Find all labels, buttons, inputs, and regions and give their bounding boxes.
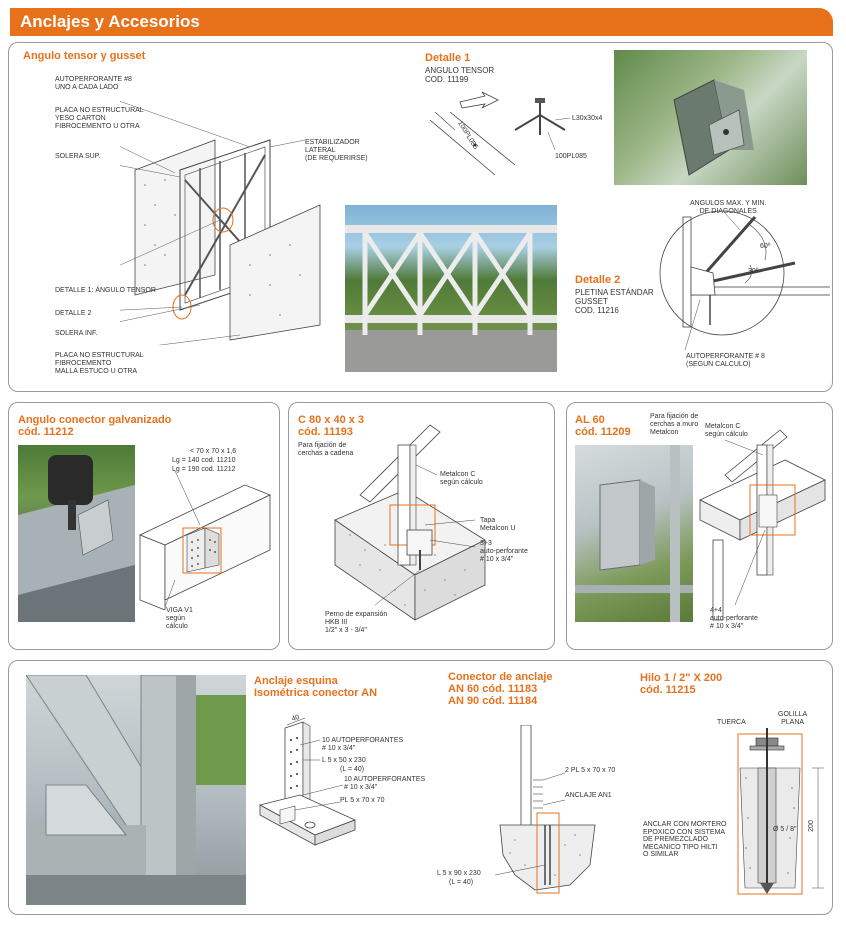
label-solera-inf: SOLERA INF.: [55, 330, 98, 337]
detalle1-dim3: 100PL085: [555, 153, 587, 160]
detalle2-deg30: 30º: [748, 268, 759, 275]
esquina-line3: L 5 x 50 x 230: [322, 757, 366, 764]
panel2-dim2: Lg = 140 cod. 11210: [172, 457, 236, 464]
esquina-line1: 10 AUTOPERFORANTES: [322, 737, 404, 744]
detalle2-angulos: ANGULOS MAX. Y MIN.DE DIAGONALES: [690, 200, 767, 215]
detalle1-drawing: [429, 91, 571, 176]
hilo-drawing: [737, 728, 824, 895]
panel2-dim1: < 70 x 70 x 1,6: [190, 448, 237, 455]
angulo-conector-drawing: [139, 470, 271, 610]
corner-anchor-photo: [26, 675, 246, 905]
detalle2-autoperforante: AUTOPERFORANTE # 8(SEGUN CALCULO): [686, 353, 765, 368]
detalle1-dim2: L30x30x4: [572, 115, 603, 122]
al60-drawing: [699, 429, 826, 621]
section-title: Anclajes y Accesorios: [20, 12, 200, 31]
panel2-dim3: Lg = 190 cod. 11212: [172, 466, 236, 473]
label-solera-sup: SOLERA SUP.: [55, 153, 101, 160]
detalle2-line2: GUSSET: [575, 297, 608, 306]
label-detalle1: DETALLE 1: ÁNGULO TENSOR: [55, 287, 156, 294]
detalle2-drawing: [659, 210, 830, 351]
conector-line2: ANCLAJE AN1: [565, 792, 612, 799]
wall-frame-drawing: [120, 101, 321, 345]
label-detalle2: DETALLE 2: [55, 310, 92, 317]
conector-drawing: [495, 725, 596, 894]
esquina-drawing: [258, 717, 357, 846]
section-header: Anclajes y Accesorios: [10, 8, 833, 36]
esquina-line5: 10 AUTOPERFORANTES: [344, 776, 426, 783]
esquina-line6: # 10 x 3/4": [344, 784, 378, 791]
angle-tensor-photo: [614, 50, 807, 185]
al60-photo: [575, 445, 693, 622]
esquina-line2: # 10 x 3/4": [322, 745, 356, 752]
conector-line3: L 5 x 90 x 230: [437, 870, 481, 877]
detalle1-title: Detalle 1: [425, 52, 471, 64]
railing-photo: [345, 205, 557, 372]
conector-line4: (L = 40): [449, 879, 474, 886]
conector-line1: 2 PL 5 x 70 x 70: [565, 767, 616, 774]
detalle2-deg60: 60º: [760, 243, 771, 250]
detalle2-line3: COD. 11216: [575, 306, 619, 315]
drill-photo: [18, 445, 135, 622]
panel1-title: Angulo tensor y gusset: [23, 50, 146, 62]
hilo-longitud: 200: [807, 820, 815, 832]
hilo-diametro: Ø 5 / 8": [773, 826, 797, 833]
detalle1-line1: ANGULO TENSOR: [425, 66, 495, 75]
esquina-line7: PL 5 x 70 x 70: [340, 797, 385, 804]
detalle2-line1: PLETINA ESTÁNDAR: [575, 288, 654, 297]
c80-drawing: [334, 424, 486, 621]
esquina-line4: (L = 40): [340, 766, 365, 773]
detalle1-line2: COD. 11199: [425, 75, 469, 84]
hilo-tuerca: TUERCA: [717, 719, 746, 726]
detalle2-title: Detalle 2: [575, 274, 621, 286]
